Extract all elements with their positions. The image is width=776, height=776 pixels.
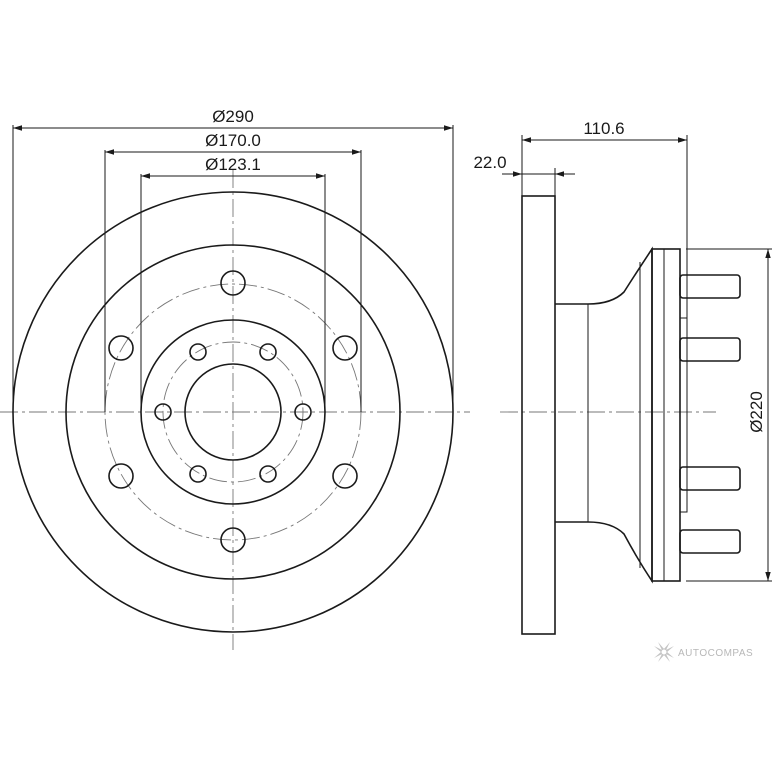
outer-diameter-label: Ø290 xyxy=(212,107,254,126)
outer-bolt-hole xyxy=(220,270,246,296)
braking-surface-inner-circle xyxy=(65,244,401,580)
inner-circle-diameter-label: Ø123.1 xyxy=(205,155,261,174)
outer-bolt-holes xyxy=(108,270,358,553)
wheel-studs xyxy=(679,274,741,554)
watermark-brand: AUTOCOMPAS xyxy=(678,648,753,659)
hub-diameter-label: Ø220 xyxy=(747,391,766,433)
wheel-stud xyxy=(679,337,741,362)
side-view: 110.6 22.0 Ø220 xyxy=(473,119,772,635)
inner-stud-hole xyxy=(294,403,312,421)
inner-stud-hole xyxy=(189,343,207,361)
autocompas-logo-icon xyxy=(654,642,674,662)
inner-stud-hole xyxy=(259,343,277,361)
inner-pitch-circle xyxy=(162,341,304,483)
wheel-stud xyxy=(679,274,741,299)
total-height-label: 110.6 xyxy=(583,119,624,138)
inner-stud-hole xyxy=(189,465,207,483)
outer-bolt-hole xyxy=(332,335,358,361)
center-bore xyxy=(184,363,282,461)
wheel-stud xyxy=(679,529,741,554)
bolt-circle-diameter-label: Ø170.0 xyxy=(205,131,261,150)
inner-stud-hole xyxy=(259,465,277,483)
disc-plate-profile xyxy=(521,195,556,635)
autocompas-watermark: AUTOCOMPAS xyxy=(654,642,753,662)
outer-bolt-hole xyxy=(220,527,246,553)
front-view: Ø290 Ø170.0 Ø123.1 xyxy=(0,107,470,650)
outer-bolt-hole xyxy=(108,463,134,489)
wheel-stud xyxy=(679,466,741,491)
outer-bolt-hole xyxy=(108,335,134,361)
inner-stud-hole xyxy=(154,403,172,421)
disc-thickness-label: 22.0 xyxy=(473,153,506,172)
outer-bolt-hole xyxy=(332,463,358,489)
flange-step xyxy=(679,317,688,513)
hub-flange-profile xyxy=(651,248,681,582)
inner-stud-holes xyxy=(154,343,312,483)
hub-body-profile xyxy=(555,246,653,584)
